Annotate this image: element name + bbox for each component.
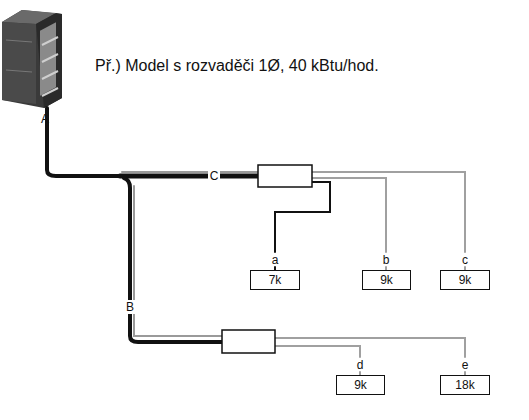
unit-letter: e (462, 359, 469, 371)
pipe-letter: B (124, 300, 136, 314)
unit-letter: d (357, 359, 364, 371)
capacity-text: 9k (354, 379, 367, 391)
capacity-text: 9k (380, 274, 393, 286)
capacity-text: 18k (455, 379, 474, 391)
capacity-text: 7k (269, 274, 282, 286)
indoor-unit-box: 9k (336, 375, 385, 395)
unit-letter: b (383, 254, 390, 266)
indoor-unit-box: 9k (362, 270, 411, 290)
pipe (47, 108, 465, 375)
distributor-box (258, 165, 312, 187)
outdoor-unit (2, 10, 62, 108)
capacity-text: 9k (459, 274, 472, 286)
indoor-unit-box: 18k (440, 375, 490, 395)
distributor-box (222, 330, 275, 353)
pipe-letter: A (41, 113, 49, 125)
unit-letter: c (462, 254, 468, 266)
indoor-unit-box: 7k (250, 270, 300, 290)
pipe-letter: C (208, 169, 221, 183)
note-text: Př.) Model s rozvaděči 1Ø, 40 kBtu/hod. (95, 58, 379, 74)
unit-letter: a (272, 254, 279, 266)
indoor-unit-box: 9k (440, 270, 490, 290)
